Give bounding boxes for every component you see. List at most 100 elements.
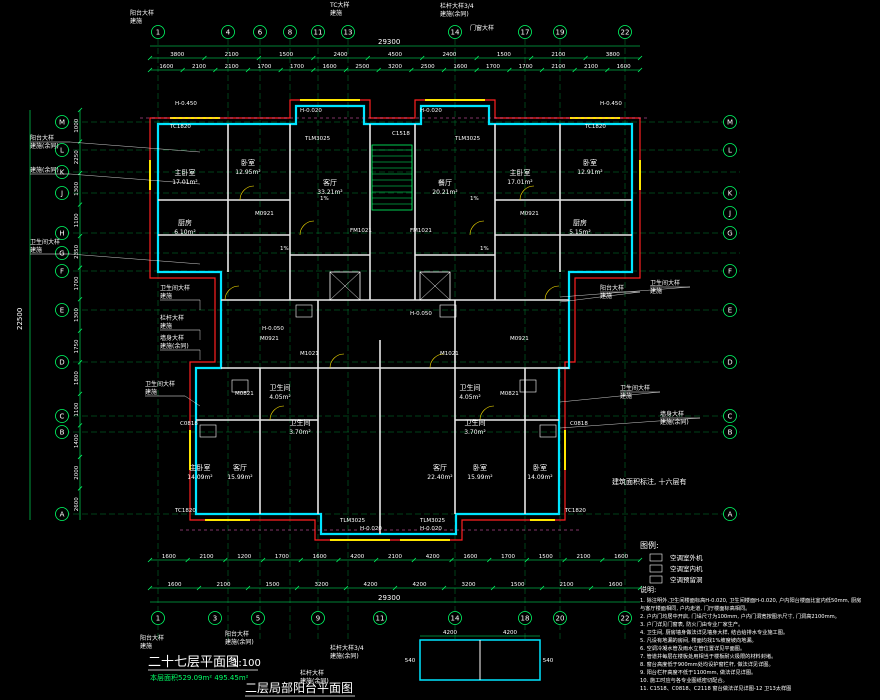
callout-bottom: 建施 xyxy=(140,642,152,650)
dim-bottom-inner-text: 4200 xyxy=(350,554,364,560)
axis-bubble-top xyxy=(553,25,567,39)
room-name: 卫生间 xyxy=(290,418,311,427)
axis-bubble-left-label: L xyxy=(60,147,64,155)
door-window-tag: H-0.020 xyxy=(420,526,442,532)
room-name: 厨房 xyxy=(178,218,192,227)
axis-bubble-bottom-label: 9 xyxy=(316,615,320,623)
axis-bubble-right-label: K xyxy=(728,190,733,198)
door-window-tag: M0921 xyxy=(520,211,539,217)
dim-top-outer-text: 2400 xyxy=(334,52,348,58)
stairwell xyxy=(371,144,413,211)
callout-bottom: 建施(余同) xyxy=(300,677,329,685)
axis-bubble-top-label: 8 xyxy=(288,29,292,37)
note-line: 6. 空调冷凝水管及雨水立管位置详见平面图。 xyxy=(640,644,745,652)
axis-bubble-left xyxy=(55,226,69,240)
axis-bubble-top xyxy=(221,25,235,39)
axis-bubble-bottom-label: 22 xyxy=(621,615,630,623)
axis-bubble-bottom xyxy=(251,611,265,625)
dim-top-inner-text: 1600 xyxy=(453,64,467,70)
axis-bubble-left xyxy=(55,264,69,278)
callout-left: 建施 xyxy=(30,246,42,254)
dim-bottom-outer-text: 3200 xyxy=(315,582,329,588)
dim-top-outer-text: 1500 xyxy=(497,52,511,58)
door-window-tag: M1021 xyxy=(300,351,319,357)
axis-bubble-top xyxy=(253,25,267,39)
callout-left: 建施(余同) xyxy=(30,142,59,150)
fixture xyxy=(539,424,557,438)
axis-bubble-left-label: K xyxy=(60,169,65,177)
dim-top-inner-text: 1700 xyxy=(486,64,500,70)
axis-bubble-right-label: G xyxy=(727,230,732,238)
axis-bubble-left xyxy=(55,355,69,369)
room-area: 14.09m² xyxy=(527,474,553,481)
axis-bubble-bottom xyxy=(373,611,387,625)
dim-bottom-inner-text: 2100 xyxy=(576,554,590,560)
axis-bubble-left-label: H xyxy=(59,230,64,238)
callout-top: 建施 xyxy=(130,17,142,25)
dim-top-inner-text: 2500 xyxy=(421,64,435,70)
axis-bubble-left xyxy=(55,507,69,521)
axis-bubble-top-label: 11 xyxy=(314,29,323,37)
axis-bubble-right xyxy=(723,186,737,200)
dim-bottom-outer-text: 2100 xyxy=(560,582,574,588)
axis-bubble-left-label: G xyxy=(59,250,64,258)
area-note: 本层面积529.09m² 495.45m² xyxy=(150,673,249,682)
room-area: 17.01m² xyxy=(172,179,198,186)
legend-item-label: 空调预留洞 xyxy=(670,575,703,584)
door-swing xyxy=(429,353,445,369)
room-name: 卧室 xyxy=(533,463,547,472)
door-window-tag: 1% xyxy=(280,246,289,252)
axis-bubble-bottom xyxy=(518,611,532,625)
axis-bubble-left xyxy=(55,409,69,423)
wall-outline xyxy=(149,99,641,541)
axis-bubble-right-label: F xyxy=(728,268,732,276)
callout-right: 建施 xyxy=(600,292,612,300)
door-window-tag: C1518 xyxy=(392,131,410,137)
dim-bottom-inner-text: 2100 xyxy=(200,554,214,560)
door-window-tag: H-0.020 xyxy=(300,108,322,114)
dim-top-inner-text: 1600 xyxy=(617,64,631,70)
room-name: 主卧室 xyxy=(190,463,211,472)
dim-top-inner-text: 2100 xyxy=(551,64,565,70)
axis-bubble-right xyxy=(723,115,737,129)
door-window-tag: M0921 xyxy=(510,336,529,342)
axis-bubble-right-label: C xyxy=(728,413,733,421)
room-area: 12.91m² xyxy=(577,169,603,176)
door-window-tag: H-0.450 xyxy=(175,101,197,107)
callout-right: 阳台大样 xyxy=(600,284,624,292)
axis-bubble-right xyxy=(723,409,737,423)
callout-top: 门窗大样 xyxy=(470,24,494,32)
callout-left: 建施 xyxy=(160,322,172,330)
axis-bubble-left xyxy=(55,425,69,439)
dim-bottom-inner-text: 4200 xyxy=(426,554,440,560)
door-window-tag: TLM3025 xyxy=(304,136,331,142)
room-name: 卫生间 xyxy=(465,418,486,427)
axis-bubble-bottom xyxy=(553,611,567,625)
note-line: 9. 阳台栏杆高度不低于1100mm, 做法详见详图。 xyxy=(640,668,756,676)
dim-bottom-inner-text: 1600 xyxy=(313,554,327,560)
dim-top-inner-text: 2100 xyxy=(584,64,598,70)
door-window-tag: TLM3025 xyxy=(454,136,481,142)
room-area: 3.70m² xyxy=(464,429,486,436)
callout-top: 栏杆大样3/4 xyxy=(440,2,474,10)
axis-bubble-right xyxy=(723,226,737,240)
note-line: 2. 户内门均居中开启, 门垛尺寸为100mm, 户内门洞宽按图示尺寸, 门洞高… xyxy=(640,612,840,620)
axis-bubble-right xyxy=(723,355,737,369)
note-line: 7. 管道井每层在楼板处用相当于楼板耐火极限的材料封堵。 xyxy=(640,652,776,660)
door-window-tag: M0921 xyxy=(255,211,274,217)
door-window-tag: M0821 xyxy=(235,391,254,397)
door-swing xyxy=(224,285,240,301)
note-line: 3. 户门详见门窗表, 防火门由专业厂家生产。 xyxy=(640,620,743,628)
dim-bottom-inner-text: 1600 xyxy=(463,554,477,560)
callout-bottom: 阳台大样 xyxy=(140,634,164,642)
axis-bubble-left xyxy=(55,246,69,260)
dim-top-inner-text: 2500 xyxy=(355,64,369,70)
room-area: 3.70m² xyxy=(289,429,311,436)
dim-bottom-inner-text: 2100 xyxy=(388,554,402,560)
dim-bottom-outer-text: 4200 xyxy=(413,582,427,588)
dim-bottom-inner-text: 1600 xyxy=(614,554,628,560)
callout-bottom: 栏杆大样3/4 xyxy=(330,644,364,652)
dim-left-text: 1300 xyxy=(74,308,80,322)
